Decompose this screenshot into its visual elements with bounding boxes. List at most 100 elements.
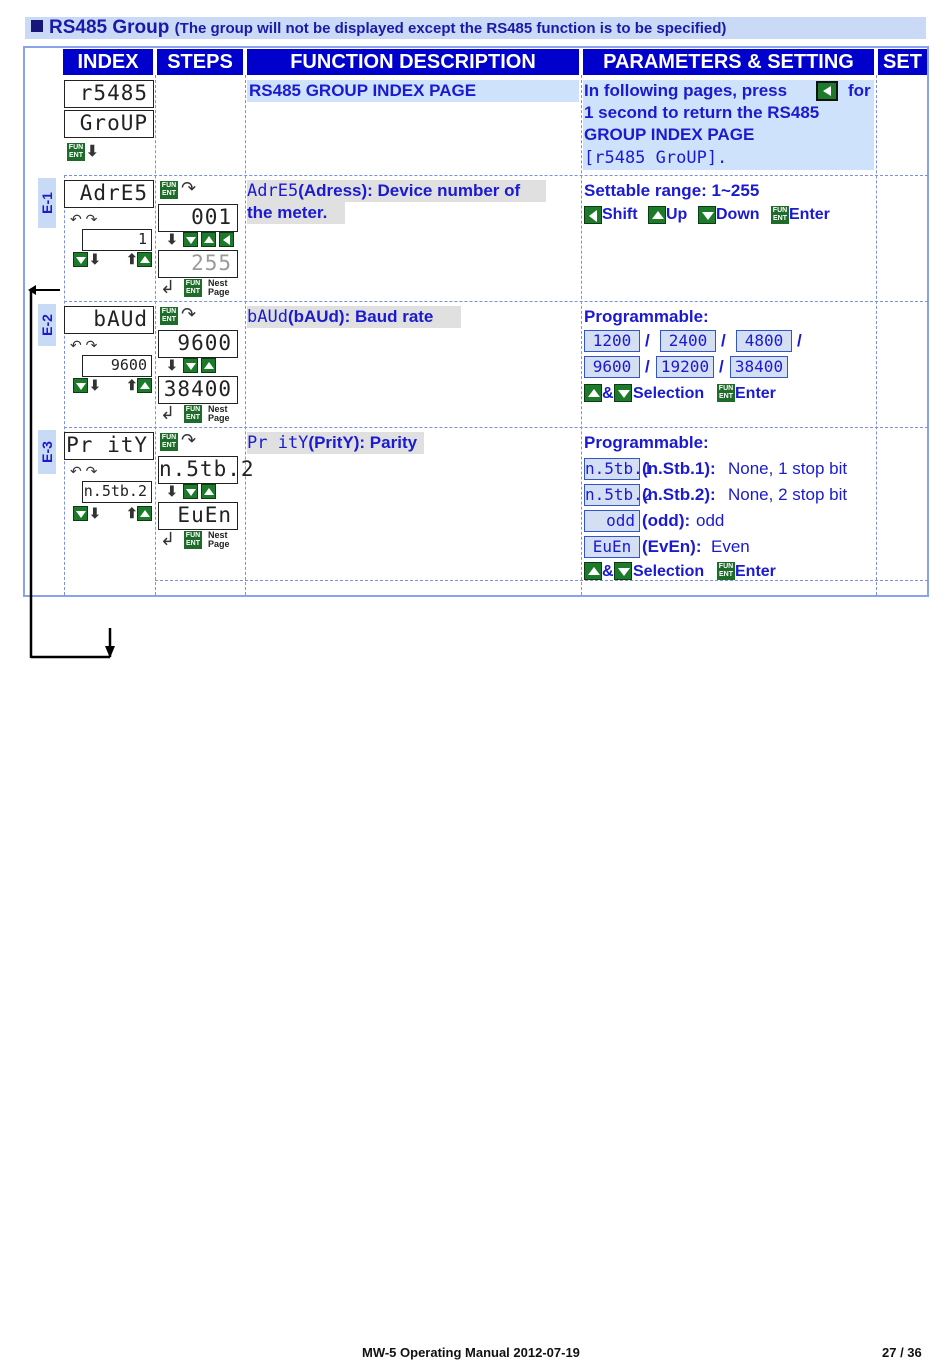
e1-down-label: Down — [716, 206, 760, 223]
lcd-group: GroUP — [64, 110, 154, 138]
baud-option-38400: 38400 — [730, 356, 788, 378]
up-key-icon — [137, 252, 152, 267]
amp: & — [602, 563, 614, 580]
slash: / — [719, 357, 724, 376]
baud-option-1200: 1200 — [584, 330, 640, 352]
cycle-arrows-icon: ↶ ↷ — [70, 337, 98, 353]
up-key-icon — [201, 484, 216, 499]
flow-return-line — [28, 285, 115, 659]
e2-enter-label: Enter — [735, 385, 776, 402]
return-arrow-icon: ↲ — [160, 403, 176, 423]
arrow-down-icon: ⬇ — [89, 251, 101, 267]
arrow-up-icon: ⬆ — [126, 377, 138, 393]
shift-key-icon — [584, 206, 602, 224]
header-index: INDEX — [63, 49, 153, 75]
e1-enter-label: Enter — [789, 206, 830, 223]
e3-selection-label: Selection — [633, 563, 705, 580]
amp: & — [602, 385, 614, 402]
curved-arrow-icon: ↷ — [181, 430, 197, 450]
parity-option-odd-desc: odd — [696, 511, 725, 530]
up-key-icon — [201, 232, 216, 247]
lcd-baud-value: 9600 — [82, 355, 152, 377]
up-key-icon — [201, 358, 216, 373]
e1-up-label: Up — [666, 206, 688, 223]
curved-arrow-icon: ↷ — [181, 178, 197, 198]
down-key-icon — [614, 562, 632, 580]
lcd-step-nstb2: n.5tb.2 — [158, 456, 254, 484]
arrow-down-icon: ⬇ — [166, 231, 178, 247]
lcd-parity-value: n.5tb.2 — [82, 481, 152, 503]
lcd-step-9600: 9600 — [158, 330, 238, 358]
down-key-icon — [183, 484, 198, 499]
parity-option-nstb2-desc: None, 2 stop bit — [728, 485, 848, 504]
e1-param-range: Settable range: 1~255 — [584, 181, 760, 200]
grid-line — [64, 301, 928, 302]
e2-param-title: Programmable: — [584, 307, 709, 326]
arrow-down-icon: ⬇ — [166, 483, 178, 499]
lcd-parity: Pr itY — [64, 432, 154, 460]
slash: / — [645, 331, 650, 350]
return-arrow-icon: ↲ — [160, 529, 176, 549]
group-banner: RS485 Group (The group will not be displ… — [25, 17, 926, 39]
curved-arrow-icon: ↷ — [181, 304, 197, 324]
e3-enter-label: Enter — [735, 563, 776, 580]
header-steps: STEPS — [157, 49, 243, 75]
tab-e3: E-3 — [38, 430, 56, 474]
parity-option-even-desc: Even — [711, 537, 750, 556]
header-function: FUNCTION DESCRIPTION — [247, 49, 579, 75]
parity-option-odd-key: (odd): — [642, 511, 691, 530]
up-key-icon — [137, 378, 152, 393]
lcd-step-001: 001 — [158, 204, 238, 232]
tab-e2: E-2 — [38, 304, 56, 346]
parity-option-nstb1-desc: None, 1 stop bit — [728, 459, 848, 478]
group-function-text: RS485 GROUP INDEX PAGE — [247, 80, 579, 102]
parity-option-odd: odd — [584, 510, 640, 532]
group-param-line4: [r5485 GroUP]. — [584, 148, 728, 168]
e3-function-text: Pr itY(PritY): Parity — [247, 432, 424, 454]
e1-function-line1: AdrE5(Adress): Device number of — [247, 180, 546, 202]
arrow-up-icon: ⬆ — [126, 251, 138, 267]
down-key-icon — [73, 252, 88, 267]
group-param-line1: In following pages, press — [584, 81, 788, 100]
parity-option-nstb2: n.5tb.2 — [584, 484, 653, 506]
slash: / — [645, 357, 650, 376]
up-key-icon — [137, 506, 152, 521]
header-parameters: PARAMETERS & SETTING — [583, 49, 874, 75]
shift-key-icon — [219, 232, 234, 247]
slash: / — [721, 331, 726, 350]
group-param-line3: GROUP INDEX PAGE — [584, 125, 755, 144]
cycle-arrows-icon: ↶ ↷ — [70, 463, 98, 479]
grid-line — [245, 75, 246, 595]
footer-manual: MW-5 Operating Manual 2012-07-19 — [362, 1345, 580, 1360]
up-key-icon — [648, 206, 666, 224]
e1-function-line2: the meter. — [247, 202, 345, 224]
e3-param-title: Programmable: — [584, 433, 709, 452]
grid-line — [64, 175, 928, 176]
group-param-for: for — [848, 81, 871, 100]
parity-option-nstb1-key: (n.Stb.1): — [642, 459, 716, 478]
grid-line — [155, 75, 156, 595]
arrow-down-icon: ⬇ — [166, 357, 178, 373]
banner-subtitle: (The group will not be displayed except … — [174, 20, 727, 37]
lcd-step-255: 255 — [158, 250, 238, 278]
down-key-icon — [698, 206, 716, 224]
lcd-step-even: EuEn — [158, 502, 238, 530]
bullet-square-icon — [31, 20, 43, 32]
grid-line — [581, 75, 582, 595]
baud-option-2400: 2400 — [660, 330, 716, 352]
tab-e1: E-1 — [38, 178, 56, 228]
banner-title: RS485 Group — [49, 17, 170, 38]
return-arrow-icon: ↲ — [160, 277, 176, 297]
down-key-icon — [73, 506, 88, 521]
parity-option-nstb2-key: (n.Stb.2): — [642, 485, 716, 504]
